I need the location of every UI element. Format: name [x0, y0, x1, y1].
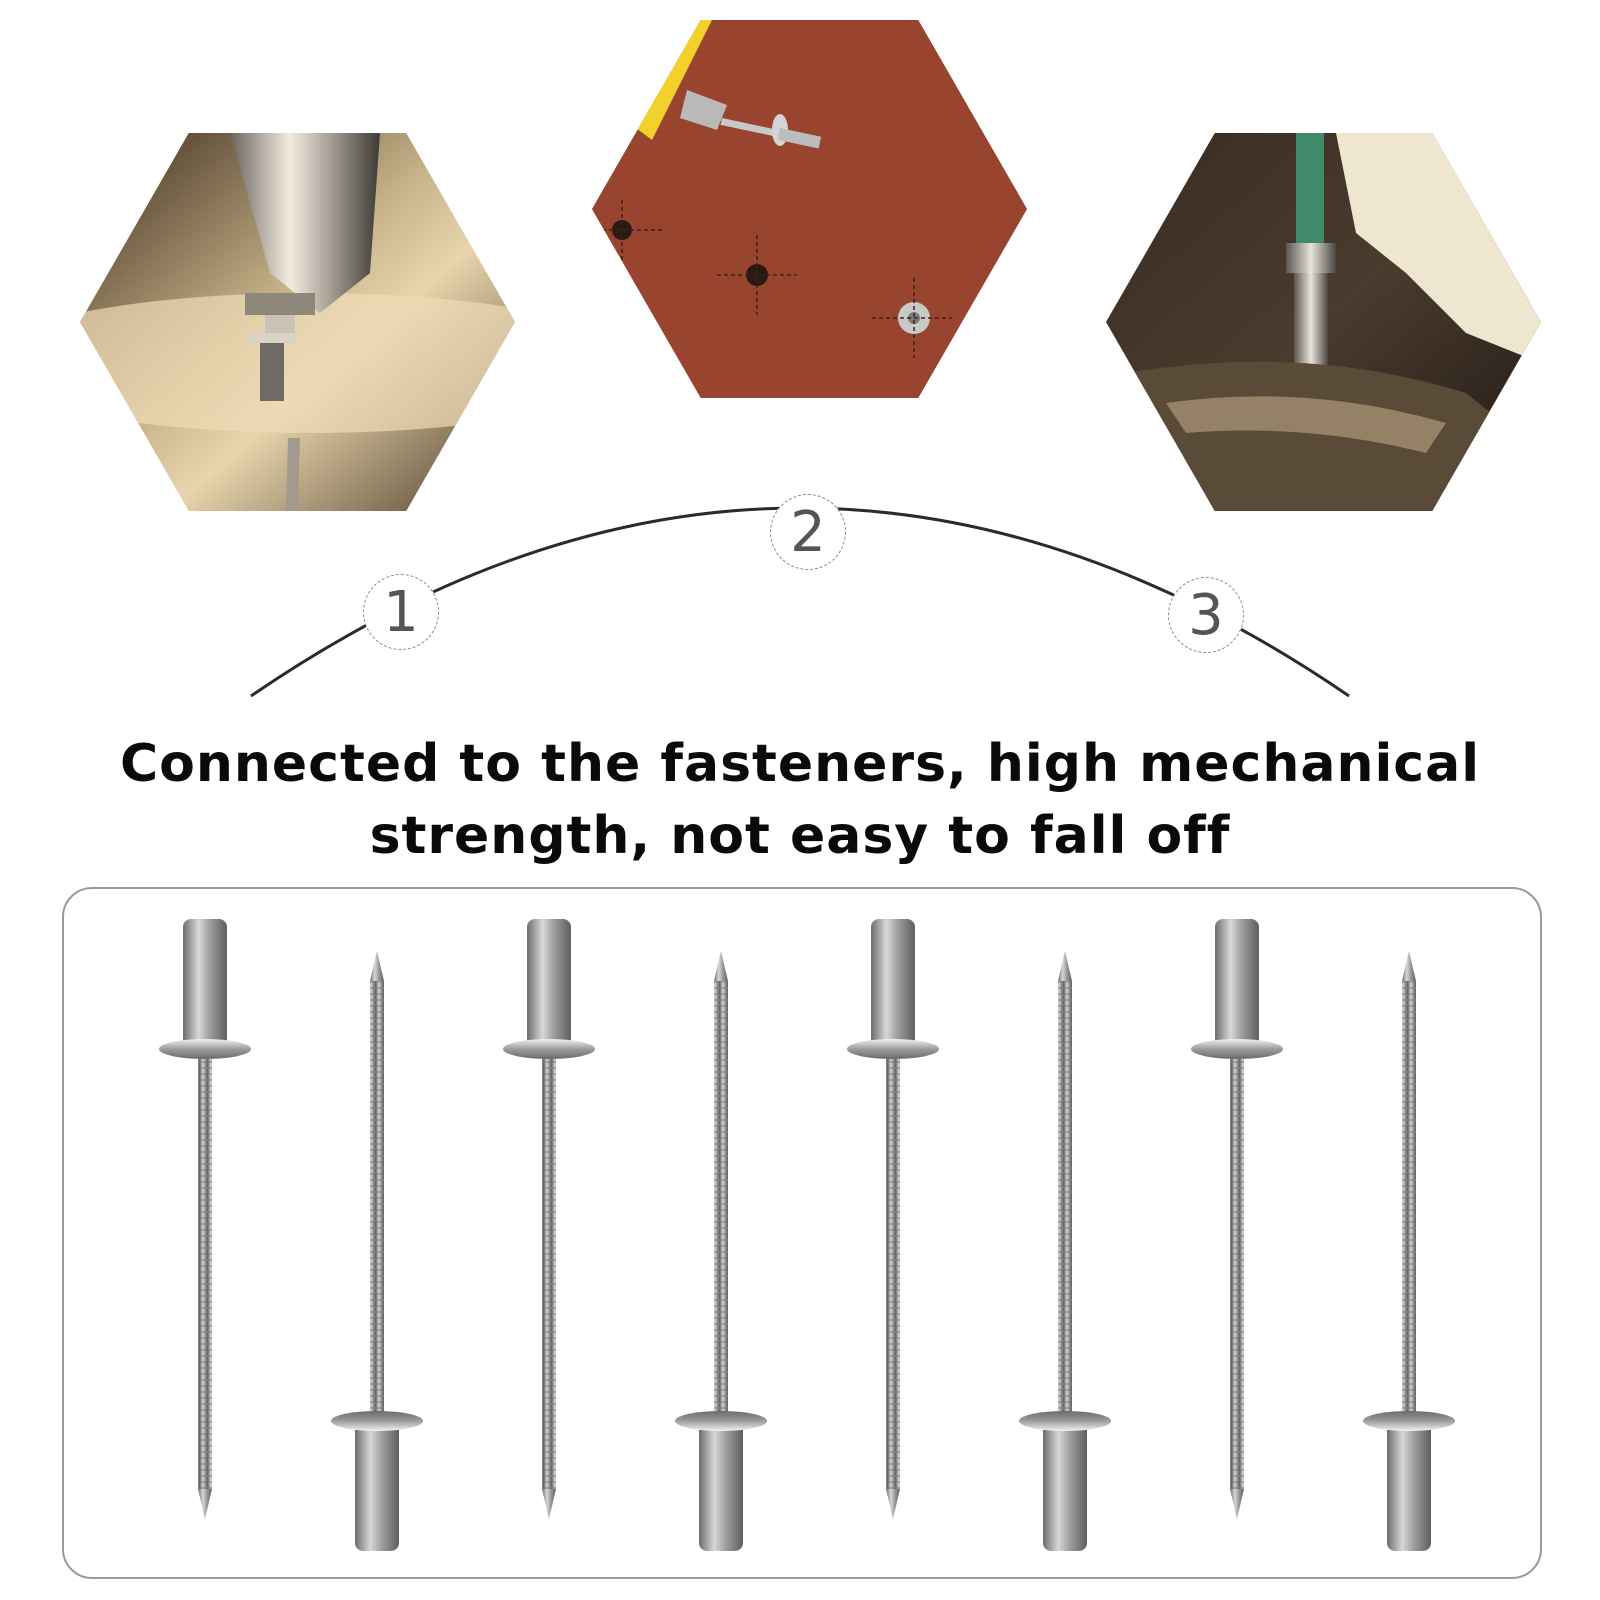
step-2-badge: 2: [770, 494, 846, 570]
headline-line-2: strength, not easy to fall off: [369, 806, 1231, 866]
rivet-panel: [62, 887, 1542, 1579]
step-1-badge: 1: [363, 574, 439, 650]
headline-line-1: Connected to the fasteners, high mechani…: [119, 734, 1481, 794]
rivet: [1191, 919, 1283, 1519]
rivet: [503, 919, 595, 1519]
rivet: [159, 919, 251, 1519]
steps-arc: [250, 506, 1350, 698]
rivet: [1363, 951, 1455, 1551]
headline: Connected to the fasteners, high mechani…: [60, 728, 1540, 872]
rivet: [331, 951, 423, 1551]
step-3-photo: [1106, 133, 1541, 511]
rivet: [1019, 951, 1111, 1551]
rivet: [847, 919, 939, 1519]
rivet: [675, 951, 767, 1551]
rivet-illustration: [159, 919, 1455, 1551]
step-3-badge: 3: [1168, 577, 1244, 653]
